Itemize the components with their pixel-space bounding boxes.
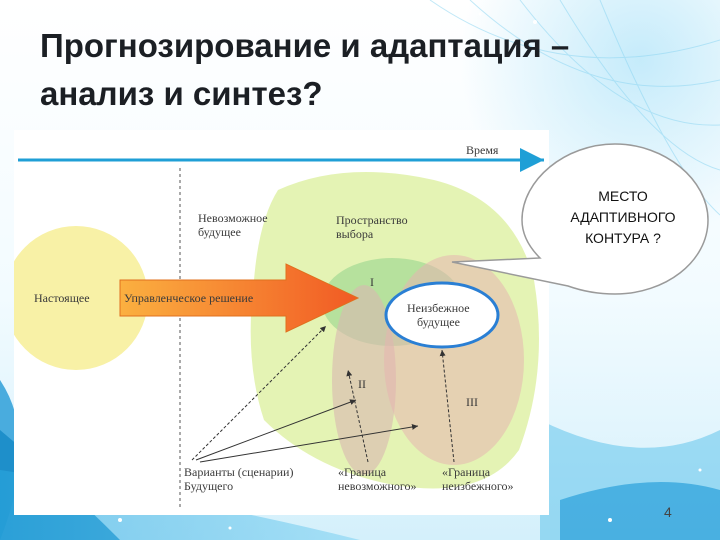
scenario-arrow-1	[191, 325, 327, 461]
region-label-3: III	[466, 395, 478, 409]
inevitable-border-arrow	[439, 349, 455, 463]
inevitable-border-label-1: «Граница	[442, 465, 491, 479]
inevitable-future-ellipse	[384, 281, 500, 349]
scenarios-label-1: Варианты (сценарии)	[184, 465, 293, 479]
callout-line-3: КОНТУРА ?	[585, 230, 661, 246]
callout-text: МЕСТО АДАПТИВНОГО КОНТУРА ?	[548, 186, 698, 249]
diagram-panel: Время Настоящее Управленческое решение Н…	[4, 130, 549, 515]
scenario-arrow-2	[195, 399, 357, 461]
slide-title: Прогнозирование и адаптация – анализ и с…	[40, 22, 640, 118]
title-line-1: Прогнозирование и адаптация –	[40, 27, 570, 64]
present-circle	[4, 226, 148, 370]
inevitable-border-label-2: неизбежного»	[442, 479, 514, 493]
region-label-2: II	[358, 377, 366, 391]
impossible-border-arrow	[346, 369, 369, 463]
callout-line-1: МЕСТО	[598, 188, 648, 204]
time-label: Время	[466, 143, 499, 157]
impossible-border-label-1: «Граница	[338, 465, 387, 479]
scenario-region-2	[332, 285, 396, 475]
callout-shape	[451, 143, 709, 295]
scenarios-label-2: Будущего	[184, 479, 233, 493]
decision-arrow	[119, 263, 360, 333]
slide-number: 4	[664, 504, 672, 520]
diagram-svg: Время Настоящее Управленческое решение Н…	[4, 143, 544, 510]
callout-line-2: АДАПТИВНОГО	[570, 209, 676, 225]
region-label-1: I	[370, 275, 374, 289]
choice-space-label-2: выбора	[336, 227, 374, 241]
scenario-arrow-3	[199, 424, 419, 463]
present-label: Настоящее	[34, 291, 90, 305]
impossible-future-label-2: будущее	[198, 225, 241, 239]
inevitable-future-label-1: Неизбежное	[407, 301, 470, 315]
choice-space-label-1: Пространство	[336, 213, 408, 227]
inevitable-future-label-2: будущее	[417, 315, 460, 329]
decision-label: Управленческое решение	[124, 291, 253, 305]
impossible-future-label-1: Невозможное	[198, 211, 268, 225]
title-line-2: анализ и синтез?	[40, 75, 323, 112]
impossible-border-label-2: невозможного»	[338, 479, 417, 493]
